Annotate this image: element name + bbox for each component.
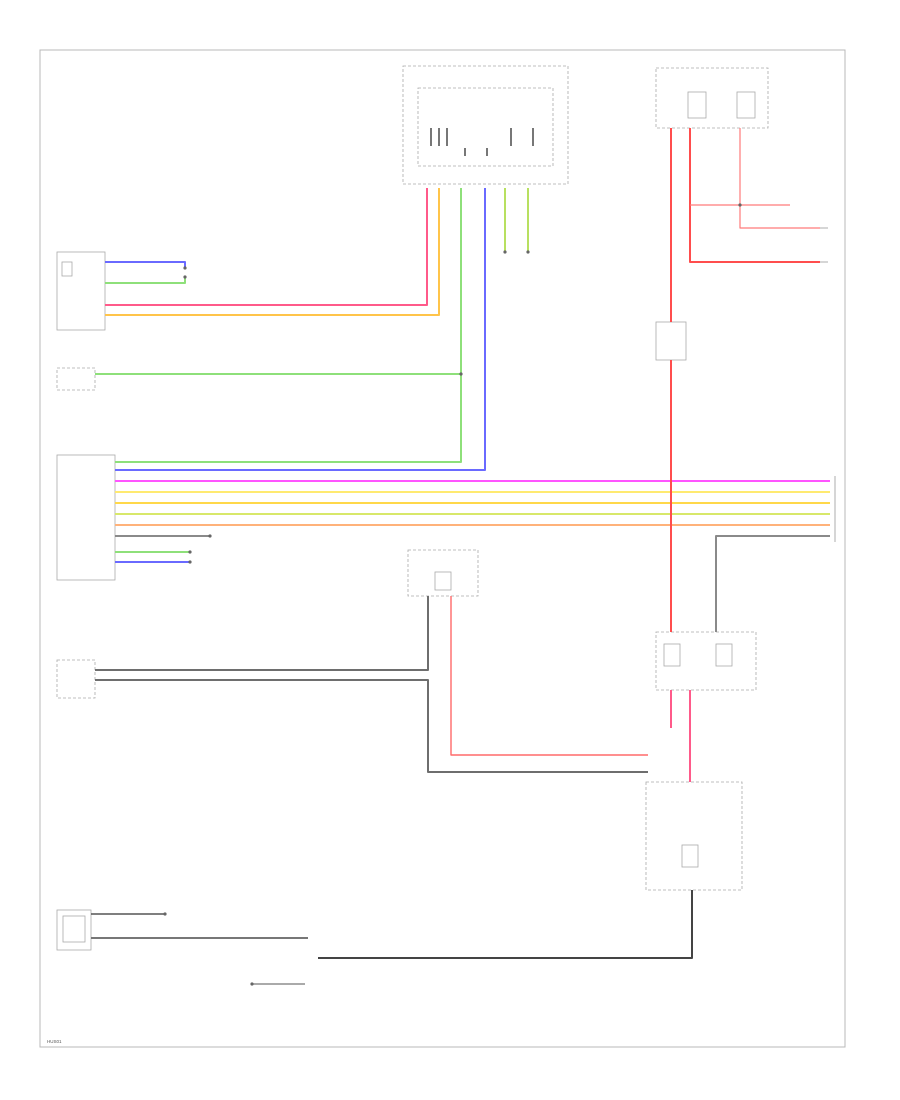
wire-blue-down <box>115 188 486 471</box>
wire-red-fuse-battery <box>670 690 691 782</box>
left-connector-1 <box>56 251 106 331</box>
bottom-left-sensor-inner <box>62 915 86 943</box>
wire-red-top-left <box>105 188 428 306</box>
mid-fuse <box>434 571 452 591</box>
top-center-module-pins <box>430 128 534 156</box>
wire-green-down <box>115 188 462 463</box>
battery-module <box>645 781 743 891</box>
wire-black-battery <box>318 890 693 959</box>
relay-on-red-line <box>655 321 687 361</box>
right-fuse-b <box>715 643 733 667</box>
wire-blue-stub <box>105 261 186 268</box>
top-center-module-inner <box>417 87 554 167</box>
footer-code: HUS01 <box>47 1039 62 1044</box>
diagram-frame <box>39 49 846 1048</box>
right-edge-terminators <box>820 227 836 542</box>
battery-module-inner <box>681 844 699 868</box>
wire-salmon-fuse <box>690 128 820 229</box>
left-control-module <box>56 454 116 581</box>
wire-red-mid-fuse <box>450 596 648 756</box>
wire-red-top-right <box>689 128 820 263</box>
wire-green-stub <box>105 277 186 284</box>
right-fuse-a <box>663 643 681 667</box>
top-right-fuse-b <box>736 91 756 119</box>
wire-gray-2 <box>95 679 648 773</box>
connector-dots <box>163 203 742 986</box>
wire-orange-top-left <box>105 188 440 316</box>
wire-gray-1 <box>95 596 429 671</box>
left-connector-3 <box>56 659 96 699</box>
right-fuse-box <box>655 631 757 691</box>
left-connector-2 <box>56 367 96 391</box>
top-right-fuse-a <box>687 91 707 119</box>
wire-gray-right <box>715 535 830 632</box>
left-connector-1-pin <box>61 261 73 277</box>
